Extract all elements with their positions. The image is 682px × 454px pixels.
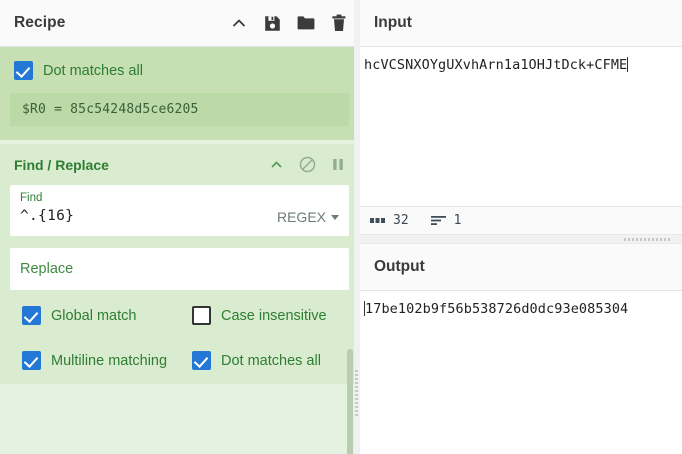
find-input[interactable]: ^.{16} [20, 208, 75, 224]
text-cursor [627, 57, 629, 72]
op1-dot-matches-all-label: Dot matches all [43, 62, 143, 79]
text-cursor [364, 301, 365, 316]
chevron-down-icon [331, 214, 339, 220]
global-match-label: Global match [51, 307, 137, 324]
output-title: Output [374, 258, 425, 275]
abc-icon [370, 216, 386, 225]
horizontal-splitter[interactable] [360, 234, 682, 244]
recipe-operation-list: Dot matches all $R0 = 85c54248d5ce6205 F… [0, 47, 359, 454]
find-replace-header: Find / Replace [0, 144, 359, 179]
splitter-grip-icon [355, 370, 358, 416]
find-field[interactable]: Find ^.{16} REGEX [10, 185, 349, 236]
input-title: Input [374, 14, 412, 31]
disable-icon[interactable] [299, 156, 316, 173]
input-title-bar: Input [360, 0, 682, 47]
case-insensitive-checkbox[interactable] [192, 306, 211, 325]
find-replace-body: Find ^.{16} REGEX Replace [0, 179, 359, 384]
recipe-operation-find-replace[interactable]: Find / Replace [0, 144, 359, 384]
vertical-splitter[interactable] [354, 0, 360, 454]
recipe-pane: Recipe [0, 0, 360, 454]
options-row-1: Global match Case insensitive [14, 306, 345, 325]
input-status-bar: 32 1 [360, 206, 682, 234]
output-textarea[interactable]: 17be102b9f56b538726d0dc93e085304 [360, 291, 682, 454]
option-case-insensitive[interactable]: Case insensitive [184, 306, 327, 325]
trash-icon[interactable] [331, 14, 347, 32]
option-global-match[interactable]: Global match [14, 306, 184, 325]
replace-field[interactable]: Replace [10, 248, 349, 290]
output-title-bar: Output [360, 244, 682, 291]
collapse-icon[interactable] [230, 14, 248, 32]
input-pane: Input hcVCSNXOYgUXvhArn1a1OHJtDck+CFME 3… [360, 0, 682, 234]
output-value: 17be102b9f56b538726d0dc93e085304 [365, 301, 629, 317]
dot-matches-all-checkbox[interactable] [192, 351, 211, 370]
collapse-icon[interactable] [269, 157, 284, 172]
pause-breakpoint-icon[interactable] [331, 157, 345, 172]
input-length-group: 32 [370, 213, 409, 228]
find-replace-actions [269, 156, 345, 173]
multiline-matching-label: Multiline matching [51, 352, 168, 369]
io-column: Input hcVCSNXOYgUXvhArn1a1OHJtDck+CFME 3… [360, 0, 682, 454]
dot-matches-all-label: Dot matches all [221, 352, 321, 369]
replace-input-placeholder[interactable]: Replace [20, 261, 74, 277]
output-pane: Output 17be102b9f56b538726d0dc93e085304 [360, 244, 682, 454]
lines-icon [430, 215, 447, 226]
find-replace-title: Find / Replace [14, 156, 109, 173]
input-lines-value: 1 [453, 213, 462, 228]
recipe-scrollbar[interactable] [347, 349, 353, 454]
recipe-operation-1[interactable]: Dot matches all $R0 = 85c54248d5ce6205 [0, 47, 359, 140]
find-replace-options: Global match Case insensitive Multiline … [10, 306, 349, 370]
input-lines-group: 1 [430, 213, 462, 228]
recipe-title: Recipe [14, 14, 66, 31]
input-value: hcVCSNXOYgUXvhArn1a1OHJtDck+CFME [364, 57, 628, 73]
op1-checkbox-row[interactable]: Dot matches all [0, 61, 359, 80]
save-icon[interactable] [264, 15, 281, 32]
operation-divider [0, 140, 359, 144]
register-value: $R0 = 85c54248d5ce6205 [10, 93, 349, 126]
folder-icon[interactable] [297, 15, 315, 31]
find-label: Find [20, 192, 43, 204]
recipe-header-actions [230, 14, 347, 32]
case-insensitive-label: Case insensitive [221, 307, 327, 324]
input-length-value: 32 [393, 213, 409, 228]
options-row-2: Multiline matching Dot matches all [14, 351, 345, 370]
multiline-matching-checkbox[interactable] [22, 351, 41, 370]
global-match-checkbox[interactable] [22, 306, 41, 325]
recipe-title-bar: Recipe [0, 0, 359, 47]
find-mode-label: REGEX [276, 209, 326, 225]
op1-dot-matches-all-checkbox[interactable] [14, 61, 33, 80]
find-mode-select[interactable]: REGEX [277, 209, 339, 227]
option-dot-matches-all[interactable]: Dot matches all [184, 351, 321, 370]
input-textarea[interactable]: hcVCSNXOYgUXvhArn1a1OHJtDck+CFME [360, 47, 682, 206]
option-multiline-matching[interactable]: Multiline matching [14, 351, 184, 370]
splitter-grip-icon [624, 237, 670, 241]
